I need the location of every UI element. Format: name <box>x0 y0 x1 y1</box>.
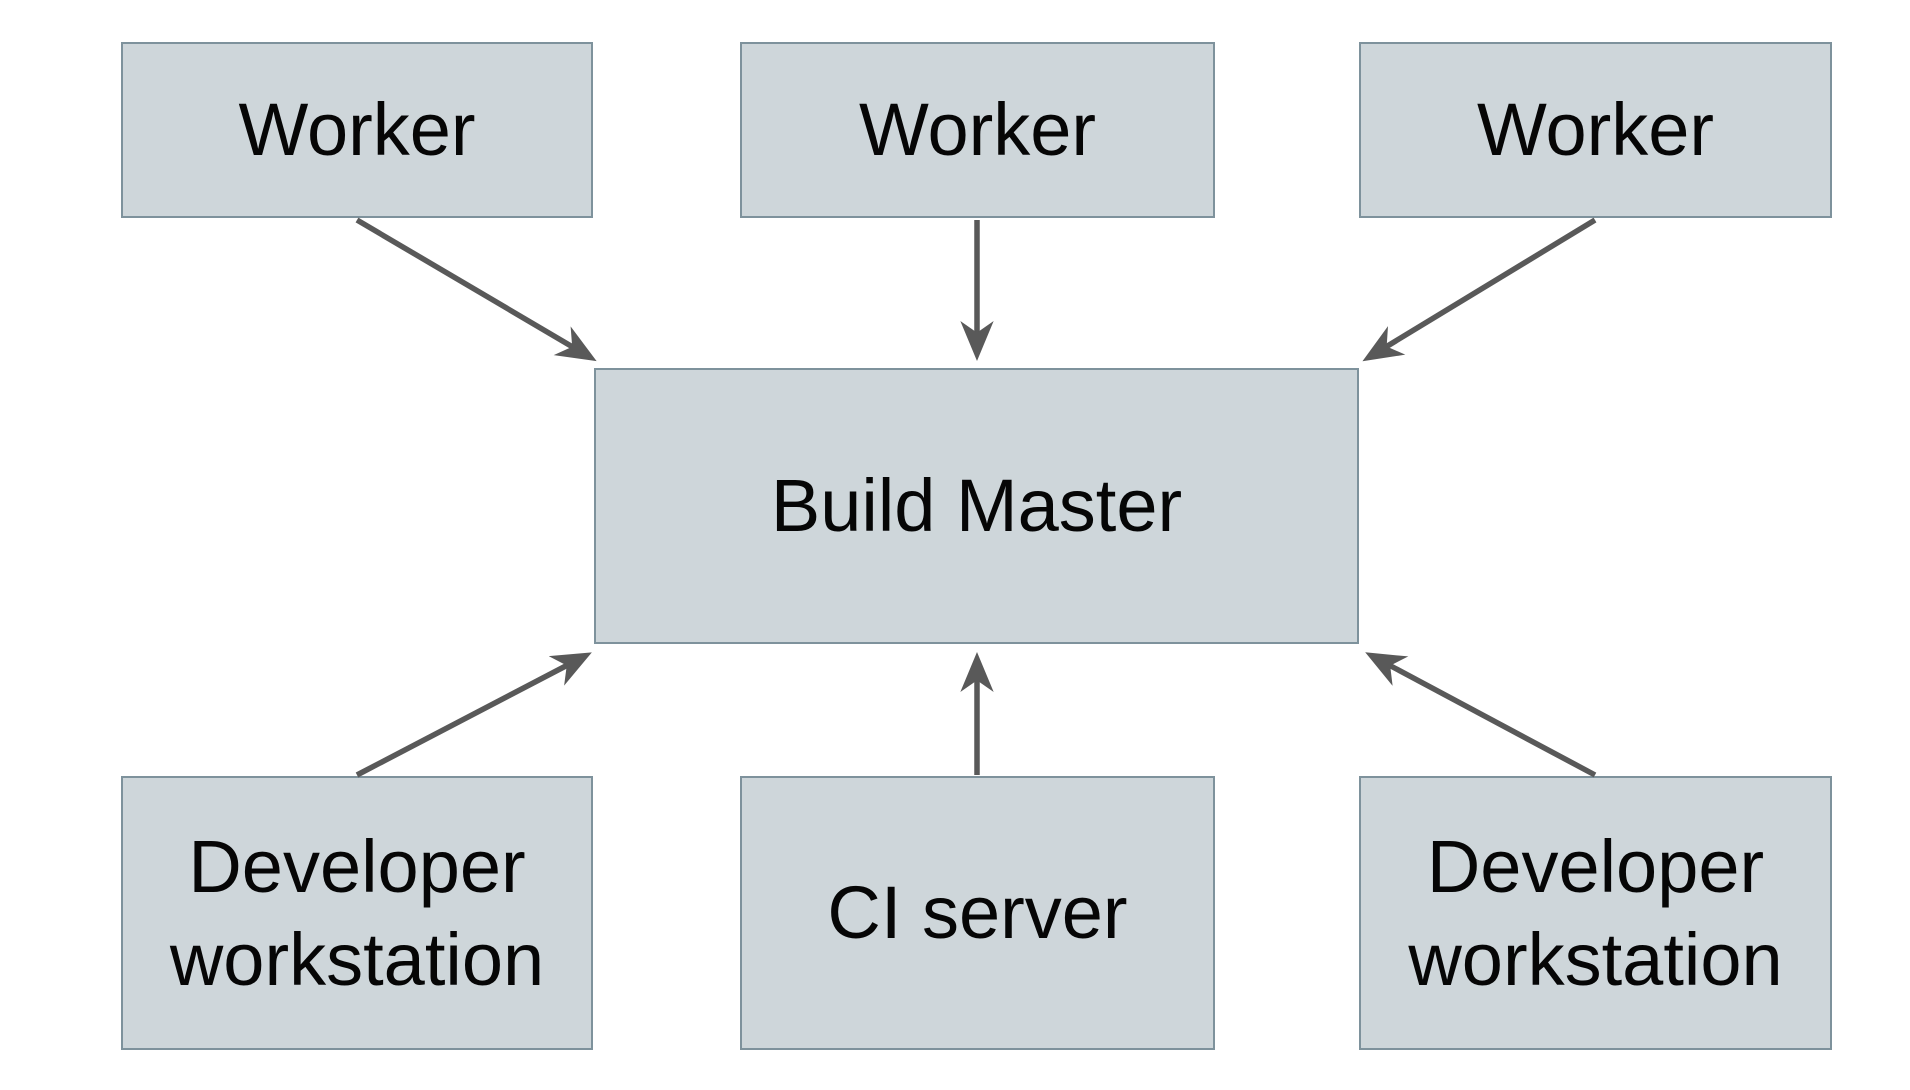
node-ci-server-label: CI server <box>827 871 1128 955</box>
node-worker-1: Worker <box>121 42 593 218</box>
node-worker-2-label: Worker <box>858 88 1097 172</box>
node-build-master: Build Master <box>594 368 1359 644</box>
arrow-dev-workstation-right-to-build-master <box>1365 652 1597 778</box>
arrow-worker3-to-build-master <box>1362 217 1597 362</box>
node-developer-workstation-right: Developer workstation <box>1359 776 1832 1050</box>
node-developer-workstation-right-label: Developer workstation <box>1408 824 1783 1001</box>
node-developer-workstation-left-label: Developer workstation <box>169 824 545 1001</box>
arrow-worker1-to-build-master <box>355 217 597 362</box>
node-build-master-label: Build Master <box>770 464 1183 548</box>
node-worker-1-label: Worker <box>238 88 476 172</box>
node-ci-server: CI server <box>740 776 1215 1050</box>
node-worker-2: Worker <box>740 42 1215 218</box>
arrow-dev-workstation-left-to-build-master <box>355 652 592 778</box>
node-worker-3: Worker <box>1359 42 1832 218</box>
node-worker-3-label: Worker <box>1476 88 1715 172</box>
node-developer-workstation-left: Developer workstation <box>121 776 593 1050</box>
